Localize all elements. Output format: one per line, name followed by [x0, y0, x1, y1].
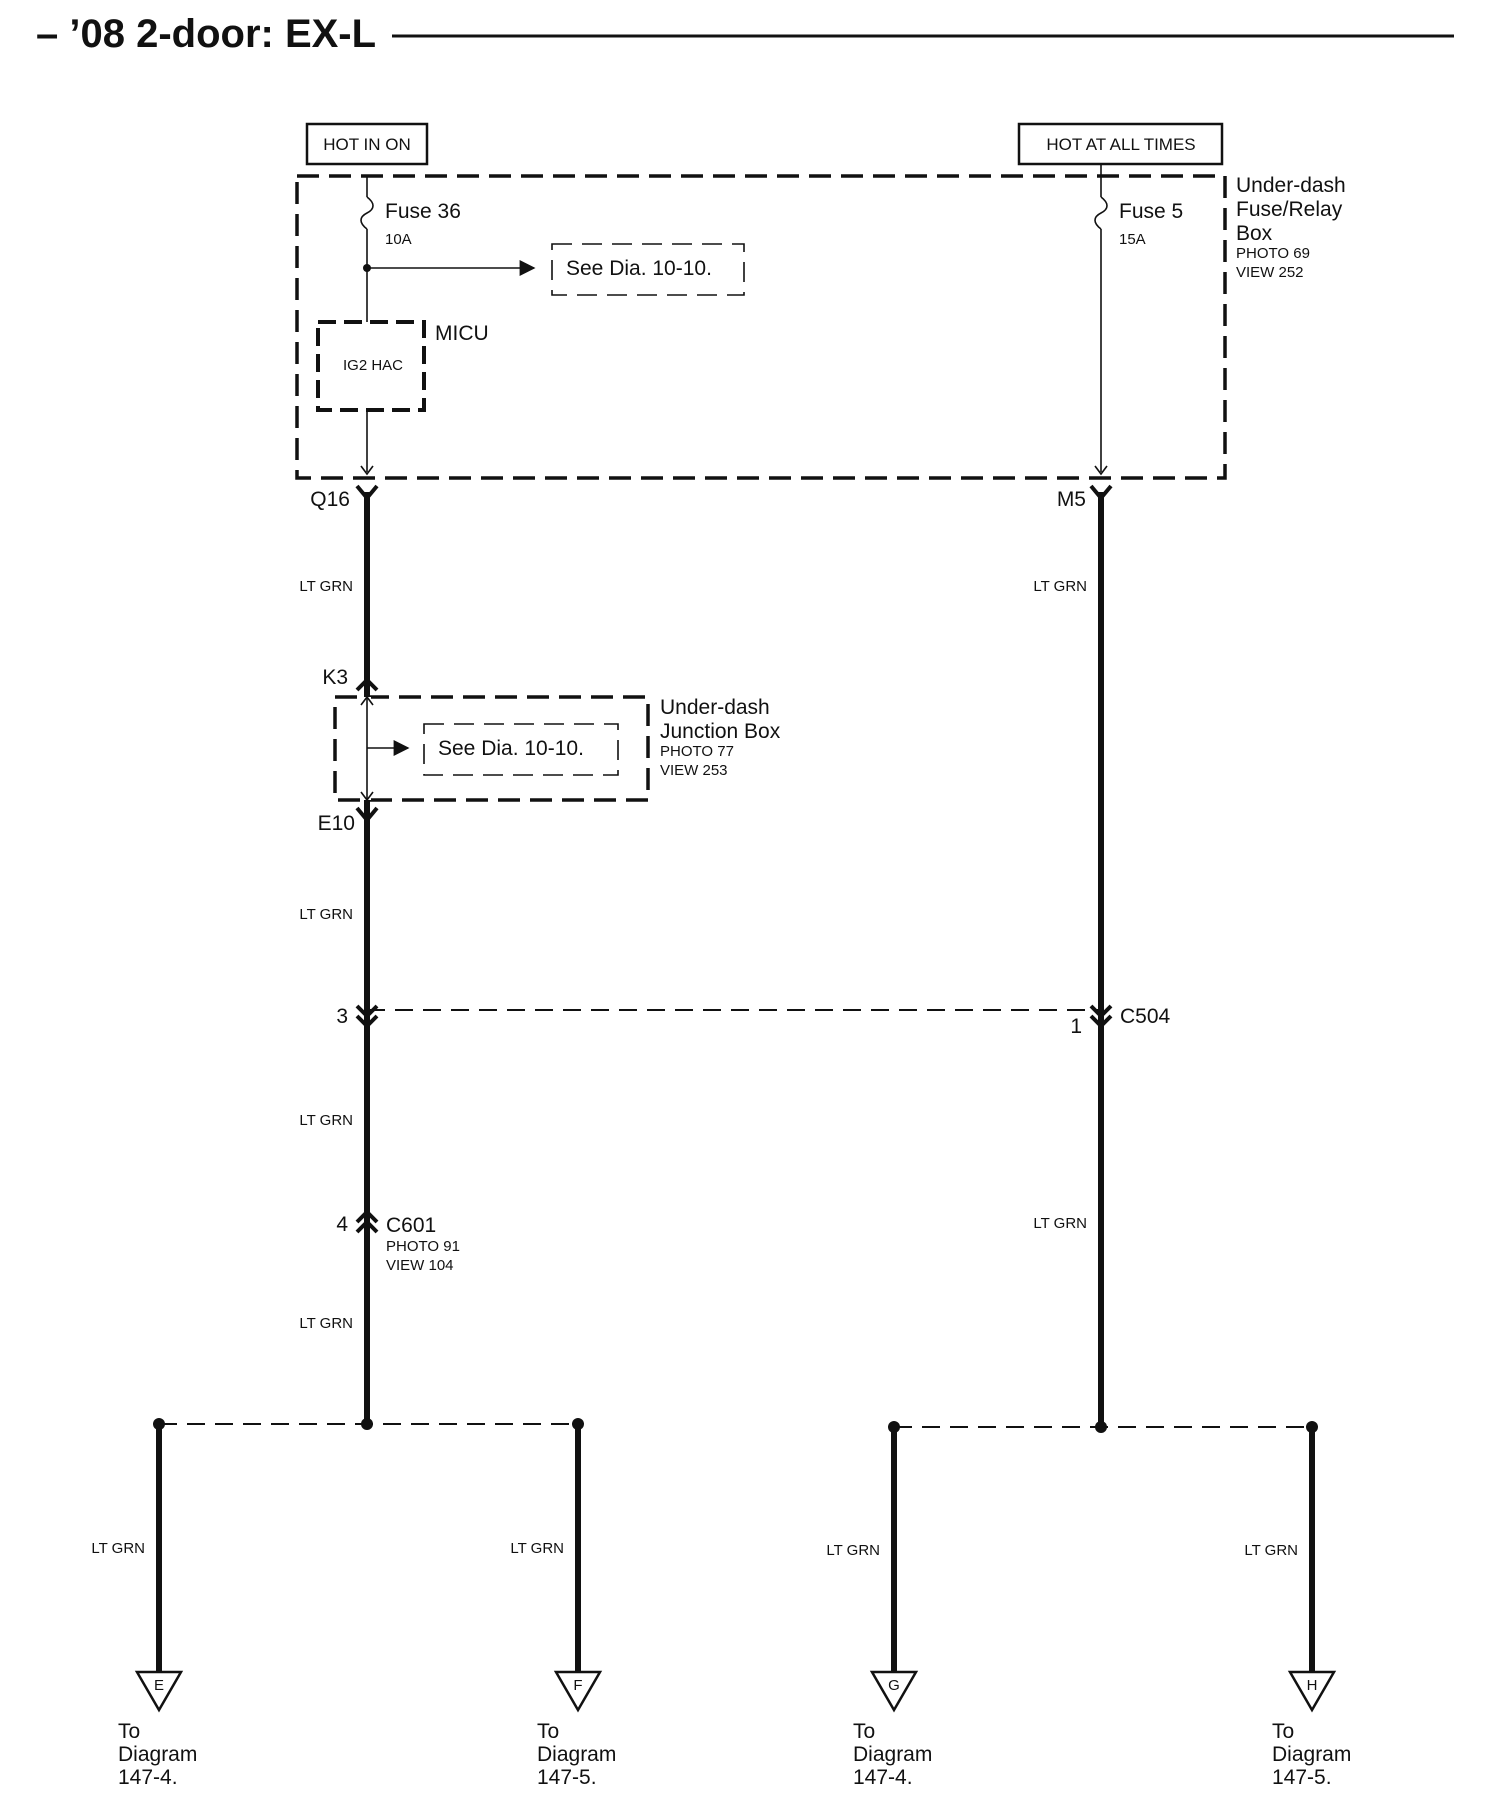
output-f-letter: F [573, 1677, 582, 1694]
fuse-36-name: Fuse 36 [385, 200, 461, 223]
fuse-relay-box-view: VIEW 252 [1236, 264, 1304, 281]
c504-pin-right: 1 [1070, 1015, 1082, 1038]
fuse-36-rating: 10A [385, 231, 412, 248]
see-dia-lower-label: See Dia. 10-10. [438, 737, 584, 760]
output-g-line3: 147-4. [853, 1766, 913, 1789]
wire-color-left-4: LT GRN [299, 1315, 353, 1332]
hot-at-all-times-box [1017, 122, 1224, 166]
output-e-line2: Diagram [118, 1743, 197, 1766]
output-e-line3: 147-4. [118, 1766, 178, 1789]
junction-box-name-2: Junction Box [660, 720, 781, 743]
hot-at-all-times-label: HOT AT ALL TIMES [1046, 135, 1195, 154]
fuse-relay-box-outline [295, 174, 1227, 480]
output-h-line1: To [1272, 1720, 1294, 1743]
output-h-triangle [1287, 1670, 1337, 1713]
c601-symbol-2 [355, 1219, 379, 1234]
c504-pin-left: 3 [336, 1005, 348, 1028]
output-g-triangle [869, 1670, 919, 1713]
output-g-letter: G [888, 1677, 900, 1694]
c601-label: C601 [386, 1214, 436, 1237]
splice-left-center [361, 1418, 373, 1430]
terminal-m5: M5 [1057, 488, 1086, 511]
output-e-letter: E [154, 1677, 164, 1694]
fuse-36-symbol [360, 196, 374, 230]
micu-label: MICU [435, 322, 489, 345]
hot-in-on-box [305, 122, 429, 166]
arrow-q16-inner [360, 465, 374, 476]
fuse-relay-box-name-1: Under-dash [1236, 174, 1346, 197]
see-dia-upper-label: See Dia. 10-10. [566, 257, 712, 280]
output-h-letter: H [1307, 1677, 1318, 1694]
wire-color-g: LT GRN [826, 1542, 880, 1559]
terminal-e10: E10 [318, 812, 355, 835]
see-dia-lower-box [423, 723, 619, 776]
fuse-5-rating: 15A [1119, 231, 1146, 248]
terminal-k3-symbol [355, 677, 379, 692]
micu-relay-label: IG2 HAC [343, 357, 403, 374]
output-e-line1: To [118, 1720, 140, 1743]
terminal-q16: Q16 [310, 488, 350, 511]
wire-color-e: LT GRN [91, 1540, 145, 1557]
arrow-m5-inner [1094, 465, 1108, 476]
splice-right-center [1095, 1421, 1107, 1433]
junction-arrow-top [360, 695, 374, 706]
output-h-line2: Diagram [1272, 1743, 1351, 1766]
wire-color-left-1: LT GRN [299, 578, 353, 595]
junction-box-photo: PHOTO 77 [660, 743, 734, 760]
wire-color-right-1: LT GRN [1033, 578, 1087, 595]
wire-color-f: LT GRN [510, 1540, 564, 1557]
c601-photo: PHOTO 91 [386, 1238, 460, 1255]
c601-symbol-1 [355, 1209, 379, 1224]
junction-box-name-1: Under-dash [660, 696, 770, 719]
junction-arrow-bottom [360, 791, 374, 802]
fuse-relay-box-name-2: Fuse/Relay [1236, 198, 1343, 221]
c601-view: VIEW 104 [386, 1257, 454, 1274]
terminal-q16-symbol [355, 484, 379, 502]
c601-pin: 4 [336, 1213, 348, 1236]
fuse-relay-box-name-3: Box [1236, 222, 1273, 245]
c504-left-symbol-1 [355, 1004, 379, 1019]
page-title: – ’08 2-door: EX-L [36, 12, 376, 56]
terminal-k3: K3 [322, 666, 348, 689]
terminal-m5-symbol [1089, 484, 1113, 502]
c504-left-symbol-2 [355, 1014, 379, 1029]
output-h-line3: 147-5. [1272, 1766, 1332, 1789]
output-e-triangle [134, 1670, 184, 1713]
hot-in-on-label: HOT IN ON [323, 135, 411, 154]
output-g-line2: Diagram [853, 1743, 932, 1766]
micu-box [316, 320, 426, 412]
junction-box-view: VIEW 253 [660, 762, 728, 779]
see-dia-upper-box [551, 243, 745, 296]
fuse-5-name: Fuse 5 [1119, 200, 1183, 223]
fuse-5-symbol [1094, 196, 1108, 230]
output-f-line1: To [537, 1720, 559, 1743]
output-f-line2: Diagram [537, 1743, 616, 1766]
terminal-e10-symbol [355, 806, 379, 824]
wire-color-left-3: LT GRN [299, 1112, 353, 1129]
output-g-line1: To [853, 1720, 875, 1743]
wire-color-h: LT GRN [1244, 1542, 1298, 1559]
fuse-relay-box-photo: PHOTO 69 [1236, 245, 1310, 262]
wire-color-right-2: LT GRN [1033, 1215, 1087, 1232]
output-f-line3: 147-5. [537, 1766, 597, 1789]
junction-box-outline [333, 695, 650, 802]
wire-color-left-2: LT GRN [299, 906, 353, 923]
output-f-triangle [553, 1670, 603, 1713]
c504-label: C504 [1120, 1005, 1171, 1028]
